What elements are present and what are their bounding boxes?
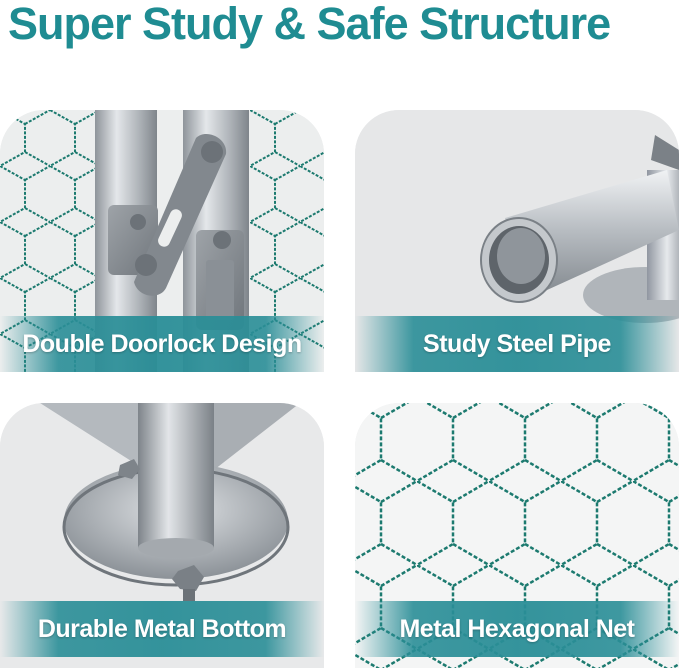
panel-caption: Double Doorlock Design (22, 329, 302, 358)
caption-band: Durable Metal Bottom (0, 601, 324, 657)
feature-panel-hexagonal-net: Metal Hexagonal Net (355, 403, 679, 668)
feature-panel-metal-base: Durable Metal Bottom (0, 403, 324, 668)
page-title: Super Study & Safe Structure (8, 0, 611, 49)
panel-caption: Study Steel Pipe (423, 329, 611, 358)
caption-band: Metal Hexagonal Net (355, 601, 679, 657)
caption-band: Study Steel Pipe (355, 316, 679, 372)
feature-panel-steel-pipe: Study Steel Pipe (355, 110, 679, 372)
caption-band: Double Doorlock Design (0, 316, 324, 372)
feature-panel-doorlock: Double Doorlock Design (0, 110, 324, 372)
panel-caption: Durable Metal Bottom (37, 614, 287, 643)
panel-caption: Metal Hexagonal Net (399, 614, 635, 643)
